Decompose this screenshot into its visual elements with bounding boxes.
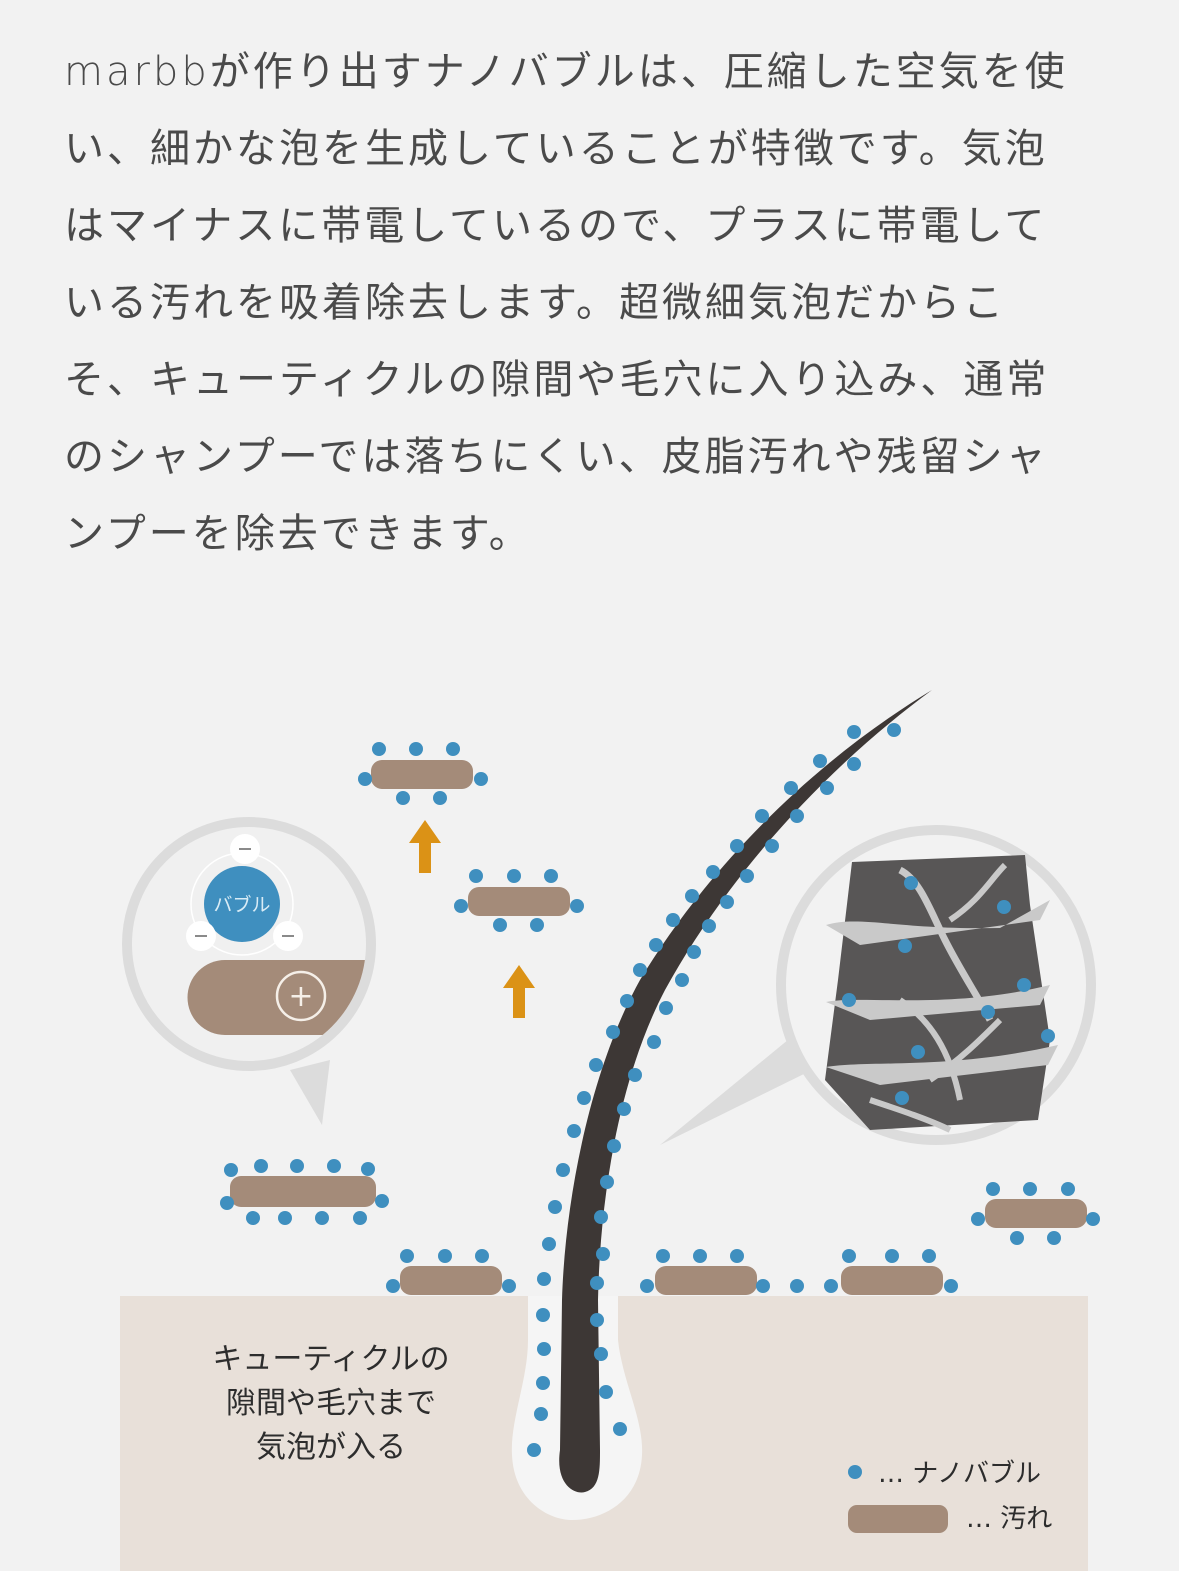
- plus-charge-icon: [275, 970, 327, 1022]
- intro-line: のシャンプーでは落ちにくい、皮脂汚れや残留シャ: [64, 434, 1049, 480]
- diagram-caption: キューティクルの 隙間や毛穴まで 気泡が入る: [212, 1342, 449, 1465]
- minus-charge-icon: [186, 834, 303, 951]
- hair-strand: [559, 690, 932, 1493]
- intro-line: い、細かな泡を生成していることが特徴です。気泡: [64, 126, 1048, 172]
- legend: … ナノバブル … 汚れ: [848, 1459, 1052, 1534]
- nanobubble-diagram: + バブル: [0, 600, 1179, 1571]
- intro-line: いる汚れを吸着除去します。超微細気泡だからこ: [64, 280, 1006, 326]
- intro-line: marbbが作り出すナノバブルは、圧縮した空気を使: [64, 49, 1068, 95]
- dirt-with-bubbles: [824, 1249, 958, 1295]
- cuticle-icon: [825, 855, 1058, 1133]
- svg-text:気泡が入る: 気泡が入る: [256, 1430, 406, 1465]
- nanobubble-group: [527, 723, 901, 1457]
- bubble-charge-callout: + バブル: [122, 817, 376, 1125]
- nanobubble-group: [842, 876, 1055, 1105]
- dirt-legend-icon: [848, 1505, 948, 1533]
- svg-text:… ナノバブル: … ナノバブル: [878, 1459, 1041, 1489]
- bubble-icon: [204, 866, 280, 942]
- svg-text:バブル: バブル: [213, 893, 270, 916]
- dirt-with-bubbles: [454, 869, 584, 932]
- dirt-with-bubbles: [220, 1159, 389, 1225]
- svg-text:… 汚れ: … 汚れ: [966, 1504, 1052, 1534]
- intro-line: ンプーを除去できます。: [64, 511, 532, 557]
- dirt-with-bubbles: [386, 1249, 516, 1295]
- dirt-with-bubbles: [640, 1249, 804, 1295]
- intro-line: そ、キューティクルの隙間や毛穴に入り込み、通常: [64, 357, 1050, 403]
- nanobubble-legend-icon: [848, 1465, 862, 1479]
- svg-text:隙間や毛穴まで: 隙間や毛穴まで: [226, 1386, 436, 1421]
- dirt-particle: [187, 960, 366, 1035]
- arrow-up-icon: [409, 820, 441, 873]
- dirt-with-bubbles: [358, 742, 488, 805]
- svg-text:+: +: [288, 979, 313, 1014]
- svg-text:キューティクルの: キューティクルの: [212, 1342, 449, 1377]
- intro-paragraph: marbbが作り出すナノバブルは、圧縮した空気を使 い、細かな泡を生成しているこ…: [64, 34, 1134, 573]
- arrow-up-icon: [503, 965, 535, 1018]
- dirt-with-bubbles: [971, 1182, 1100, 1245]
- cuticle-magnified-callout: [660, 825, 1096, 1145]
- intro-line: はマイナスに帯電しているので、プラスに帯電して: [64, 203, 1048, 249]
